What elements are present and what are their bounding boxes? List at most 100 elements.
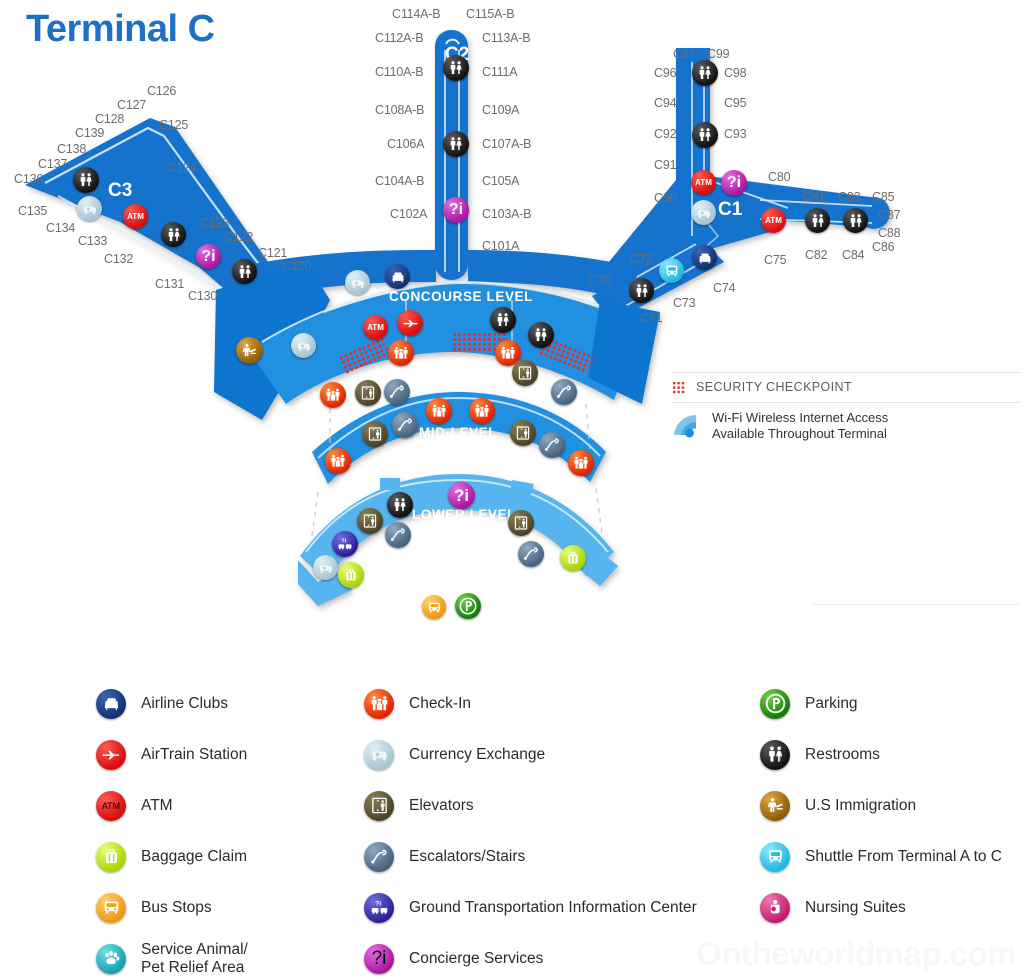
currency-exchange-icon[interactable] [345, 270, 370, 295]
escalator-icon[interactable] [539, 432, 565, 458]
escalator-icon[interactable] [392, 412, 418, 438]
gate-label-c98: C98 [724, 66, 747, 80]
currency-exchange-icon[interactable] [691, 200, 716, 225]
gate-label-c104a-b: C104A-B [375, 174, 425, 188]
airtrain-icon[interactable] [397, 310, 423, 336]
baggage-claim-icon[interactable] [560, 545, 586, 571]
nursing-icon [760, 892, 790, 923]
escalator-icon[interactable] [384, 379, 410, 405]
elevator-icon[interactable] [362, 421, 388, 447]
gate-label-c125: C125 [159, 118, 189, 132]
gate-label-c123: C123 [200, 216, 230, 230]
airline-club-icon [96, 688, 126, 719]
svg-text:?i: ?i [341, 538, 346, 544]
legend-item: Check-In [364, 678, 754, 729]
legend-item-label: U.S Immigration [805, 796, 917, 814]
atm-icon[interactable]: ATM [691, 170, 716, 195]
concierge-icon[interactable]: ?i [448, 482, 475, 509]
gate-label-c74: C74 [713, 281, 736, 295]
legend-item-label: Ground Transportation Information Center [409, 898, 697, 916]
gate-label-c126: C126 [147, 84, 177, 98]
escalator-icon [364, 841, 394, 872]
elevator-icon[interactable] [508, 510, 534, 536]
elevator-icon[interactable] [355, 380, 381, 406]
gate-label-c121: C121 [258, 246, 288, 260]
escalator-icon[interactable] [518, 541, 544, 567]
legend-item-label: ATM [141, 796, 173, 814]
restroom-icon[interactable] [692, 60, 718, 86]
currency-exchange-icon[interactable] [313, 555, 338, 580]
restroom-icon[interactable] [73, 167, 99, 193]
escalator-icon[interactable] [385, 522, 411, 548]
escalator-icon[interactable] [551, 379, 577, 405]
immigration-icon[interactable] [236, 337, 263, 364]
restroom-icon[interactable] [387, 492, 413, 518]
ground-transport-icon[interactable]: ?i [332, 531, 358, 557]
parking-icon [760, 688, 790, 719]
restroom-icon[interactable] [232, 259, 257, 284]
legend-item: Elevators [364, 780, 754, 831]
level-label-lower-level: LOWER LEVEL [412, 507, 517, 522]
atm-icon[interactable]: ATM [761, 208, 786, 233]
checkin-icon[interactable] [568, 450, 594, 476]
atm-icon[interactable]: ATM [123, 204, 148, 229]
elevator-icon[interactable] [357, 508, 383, 534]
gate-label-c134: C134 [46, 221, 76, 235]
legend-item-label: Escalators/Stairs [409, 847, 526, 865]
gate-label-c120: C120 [282, 259, 312, 273]
concierge-icon[interactable]: ?i [721, 170, 747, 196]
svg-text:?i: ?i [375, 901, 381, 908]
legend-item-label-line2: Pet Relief Area [141, 958, 245, 976]
gate-label-c109a: C109A [482, 103, 520, 117]
currency-exchange-icon[interactable] [77, 196, 102, 221]
concourse-c1-shape [604, 178, 790, 290]
concourse-c3-shape [25, 118, 300, 318]
parking-icon[interactable] [455, 593, 481, 619]
legend-item-label: Airline Clubs [141, 694, 229, 712]
restroom-icon[interactable] [443, 55, 469, 81]
restroom-icon[interactable] [528, 322, 554, 348]
concierge-icon[interactable]: ?i [443, 197, 469, 223]
checkin-icon[interactable] [388, 340, 414, 366]
gate-label-c102a: C102A [390, 207, 428, 221]
restroom-icon[interactable] [843, 208, 868, 233]
currency-exchange-icon [364, 739, 394, 770]
currency-exchange-icon[interactable] [291, 333, 316, 358]
restroom-icon[interactable] [490, 307, 516, 333]
elevator-icon[interactable] [510, 420, 536, 446]
checkin-icon[interactable] [325, 448, 351, 474]
page-title: Terminal C [26, 8, 215, 50]
airline-club-icon[interactable] [692, 245, 717, 270]
restroom-icon[interactable] [443, 131, 469, 157]
legend-item-label: Bus Stops [141, 898, 212, 916]
gate-label-c84: C84 [842, 248, 865, 262]
gate-label-c138: C138 [57, 142, 87, 156]
level-label-concourse-level: CONCOURSE LEVEL [389, 289, 534, 304]
concierge-icon: ?i [364, 943, 394, 974]
baggage-claim-icon [96, 841, 126, 872]
level-label-upper-level: UPPER LEVEL [412, 359, 513, 374]
legend-item-label: Baggage Claim [141, 847, 247, 865]
upper-level-band [248, 284, 640, 404]
checkin-icon[interactable] [469, 398, 495, 424]
checkin-icon[interactable] [426, 398, 452, 424]
restroom-icon[interactable] [629, 278, 654, 303]
atm-icon[interactable]: ATM [363, 315, 388, 340]
shuttle-icon[interactable] [659, 258, 684, 283]
restroom-icon[interactable] [692, 122, 718, 148]
airtrain-icon [96, 739, 126, 770]
restroom-icon[interactable] [805, 208, 830, 233]
baggage-claim-icon[interactable] [338, 562, 364, 588]
restroom-icon[interactable] [161, 222, 186, 247]
concierge-icon[interactable]: ?i [196, 244, 221, 269]
legend-item-label: AirTrain Station [141, 745, 248, 763]
legend-item: Shuttle From Terminal A to C [760, 831, 1024, 882]
bus-stop-icon[interactable] [422, 595, 446, 619]
checkin-icon[interactable] [320, 382, 346, 408]
airline-club-icon[interactable] [385, 264, 410, 289]
wifi-legend-row: Wi-Fi Wireless Internet Access Available… [672, 403, 1020, 450]
elevator-icon[interactable] [512, 360, 538, 386]
shuttle-icon [760, 841, 790, 872]
legend-item: Escalators/Stairs [364, 831, 754, 882]
